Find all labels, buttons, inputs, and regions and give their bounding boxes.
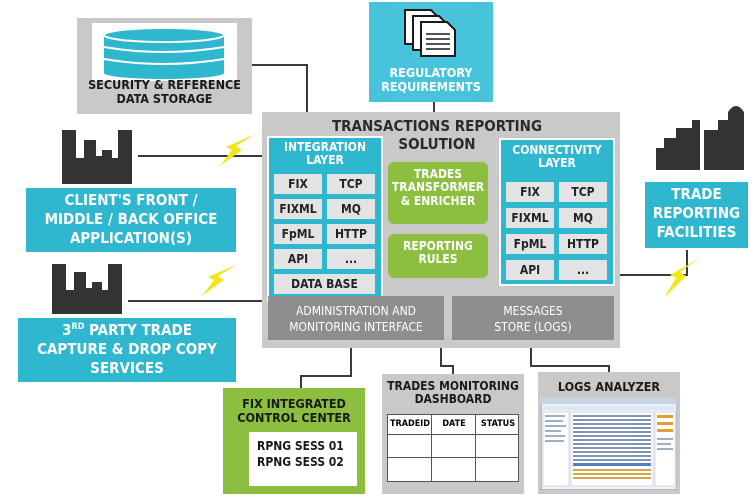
dashboard-col-tradeid: TRADEID — [389, 419, 431, 429]
third-party-line-1: 3RD PARTY TRADE — [62, 321, 192, 339]
integration-cell-http: HTTP — [327, 224, 375, 244]
logs-analyzer: LOGS ANALYZER — [538, 372, 680, 494]
trade-reporting-line-2: REPORTING — [652, 204, 741, 223]
connectivity-cell-more: ... — [559, 260, 607, 280]
security-storage-label-2: DATA STORAGE — [116, 91, 213, 106]
admin-line-1: ADMINISTRATION AND — [296, 304, 416, 318]
connectivity-cell-fix: FIX — [506, 182, 554, 202]
connector-dashboard-v2 — [452, 365, 454, 375]
connector-dashboard-v — [440, 347, 442, 367]
connector-trade-reporting-h — [620, 274, 688, 276]
security-storage-label-1: SECURITY & REFERENCE — [88, 77, 241, 92]
connectivity-title-1: CONNECTIVITY — [512, 143, 602, 157]
trade-reporting-line-3: FACILITIES — [656, 223, 737, 242]
transformer-line-3: & ENRICHER — [400, 193, 476, 208]
lightning-icon-third-party — [202, 264, 238, 296]
connector-logs-v2 — [608, 365, 610, 373]
documents-icon — [404, 9, 456, 57]
security-storage-box: SECURITY & REFERENCE DATA STORAGE — [77, 18, 252, 114]
dashboard-table: TRADEID DATE STATUS — [387, 414, 519, 482]
connector-fix-v2 — [300, 375, 302, 389]
reporting-rules-line-1: REPORTING — [403, 239, 473, 253]
trade-reporting-facilities: TRADE REPORTING FACILITIES — [643, 180, 750, 250]
integration-layer: INTEGRATION LAYER FIX TCP FIXML MQ FpML … — [267, 136, 383, 302]
buildings-icon-third-party — [52, 264, 122, 314]
fix-session-1[interactable]: RPNG SESS 01 — [257, 439, 344, 453]
connector-logs-v — [530, 347, 532, 367]
client-line-1: CLIENT'S FRONT / — [64, 191, 198, 209]
dashboard-title-1: TRADES MONITORING — [387, 379, 519, 393]
connectivity-layer: CONNECTIVITY LAYER FIX TCP FIXML MQ FpML… — [499, 138, 615, 286]
connector-trade-reporting-v — [686, 248, 688, 276]
integration-cell-fixml: FIXML — [274, 199, 322, 219]
dashboard-col-status: STATUS — [480, 419, 516, 429]
client-applications: CLIENT'S FRONT / MIDDLE / BACK OFFICE AP… — [24, 186, 238, 254]
connector-client — [138, 155, 262, 157]
dashboard-col-date: DATE — [442, 419, 466, 429]
fix-control-title-2: CONTROL CENTER — [237, 410, 351, 425]
screenshot-thumbnail — [541, 398, 677, 490]
regulatory-box: REGULATORY REQUIREMENTS — [369, 2, 493, 102]
client-line-2: MIDDLE / BACK OFFICE — [44, 210, 218, 229]
integration-title-2: LAYER — [306, 153, 344, 168]
integration-cell-tcp: TCP — [327, 174, 375, 194]
lightning-icon-trade-reporting — [664, 258, 700, 298]
solution-title-2: SOLUTION — [398, 135, 476, 153]
reporting-rules-line-2: RULES — [418, 252, 458, 267]
buildings-icon-client — [62, 130, 132, 184]
regulatory-label-2: REQUIREMENTS — [381, 79, 481, 94]
third-party-line-3: SERVICES — [90, 359, 164, 378]
third-party-services: 3RD PARTY TRADE CAPTURE & DROP COPY SERV… — [16, 316, 238, 384]
client-line-3: APPLICATION(S) — [69, 229, 193, 248]
lightning-icon-client — [220, 134, 256, 166]
connector-fix-v — [350, 347, 352, 377]
trades-monitoring-dashboard: TRADES MONITORING DASHBOARD TRADEID DATE… — [382, 374, 524, 494]
transactions-reporting-solution: TRANSACTIONS REPORTING SOLUTION INTEGRAT… — [262, 112, 620, 348]
integration-title-1: INTEGRATION — [284, 140, 366, 154]
integration-cell-api: API — [274, 249, 322, 269]
connectivity-cell-api: API — [506, 260, 554, 280]
connectivity-cell-fpml: FpML — [506, 234, 554, 254]
transformer-line-1: TRADES — [413, 167, 463, 181]
database-icon — [92, 23, 237, 81]
messages-store-line-1: MESSAGES — [503, 304, 563, 318]
trades-transformer: TRADES TRANSFORMER & ENRICHER — [388, 162, 488, 224]
connector-third-party — [128, 300, 262, 302]
messages-store: MESSAGES STORE (LOGS) — [452, 296, 614, 340]
connector-fix-h — [300, 375, 352, 377]
connectivity-cell-http: HTTP — [559, 234, 607, 254]
fix-session-2[interactable]: RPNG SESS 02 — [257, 455, 344, 470]
connector-logs-h — [530, 365, 610, 367]
integration-cell-fix: FIX — [274, 174, 322, 194]
fix-control-title-1: FIX INTEGRATED — [242, 396, 346, 411]
reporting-rules: REPORTING RULES — [388, 234, 488, 278]
trade-reporting-line-1: TRADE — [671, 185, 722, 203]
transformer-line-2: TRANSFORMER — [391, 180, 485, 195]
third-party-line-2: CAPTURE & DROP COPY — [37, 340, 217, 359]
integration-cell-fpml: FpML — [274, 224, 322, 244]
fix-sessions-panel: RPNG SESS 01 RPNG SESS 02 — [249, 432, 357, 486]
connectivity-cell-tcp: TCP — [559, 182, 607, 202]
integration-cell-more: ... — [327, 249, 375, 269]
admin-monitoring-interface: ADMINISTRATION AND MONITORING INTERFACE — [268, 296, 444, 340]
dashboard-title-2: DASHBOARD — [414, 392, 492, 407]
regulatory-label-1: REGULATORY — [389, 65, 473, 80]
connector-storage-v — [306, 64, 308, 114]
connector-storage — [252, 64, 308, 66]
logs-analyzer-title: LOGS ANALYZER — [557, 379, 661, 394]
connectivity-cell-mq: MQ — [559, 208, 607, 228]
connector-regulatory — [433, 100, 435, 114]
connectivity-cell-fixml: FIXML — [506, 208, 554, 228]
admin-line-2: MONITORING INTERFACE — [289, 319, 423, 334]
integration-cell-database: DATA BASE — [274, 274, 375, 294]
connector-dashboard-h — [440, 365, 454, 367]
solution-title-1: TRANSACTIONS REPORTING — [331, 117, 543, 135]
integration-cell-mq: MQ — [327, 199, 375, 219]
connectivity-title-2: LAYER — [538, 156, 576, 171]
messages-store-line-2: STORE (LOGS) — [494, 319, 572, 334]
fix-control-center: FIX INTEGRATED CONTROL CENTER RPNG SESS … — [223, 388, 365, 494]
buildings-icon-trade-reporting — [656, 106, 744, 170]
